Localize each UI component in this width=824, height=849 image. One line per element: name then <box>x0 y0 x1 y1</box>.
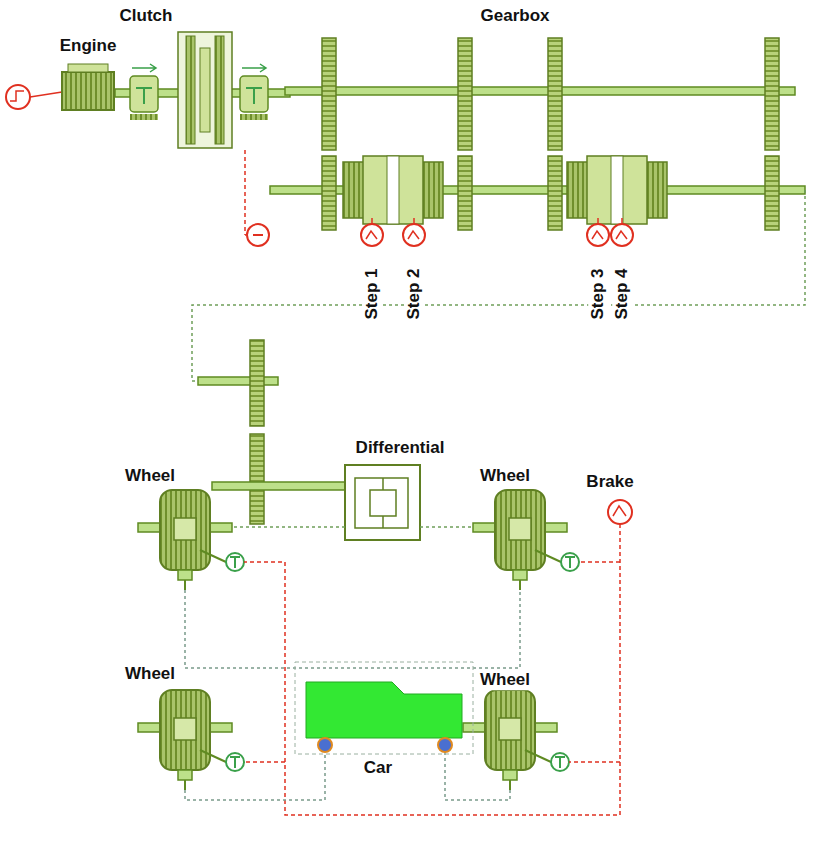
component-label: Engine <box>58 36 119 56</box>
component-label: Differential <box>354 438 447 458</box>
component-label: Wheel <box>123 466 177 486</box>
gearbox <box>192 38 805 381</box>
car-group <box>185 590 520 800</box>
step-label: Step 2 <box>404 266 424 321</box>
component-label: Wheel <box>478 466 532 486</box>
step-label: Step 3 <box>588 266 608 321</box>
component-label: Wheel <box>478 670 532 690</box>
component-label: Clutch <box>118 6 175 26</box>
clutch-symbol <box>178 32 269 246</box>
step-label: Step 1 <box>362 266 382 321</box>
component-label: Car <box>362 758 394 778</box>
wheels <box>138 490 579 790</box>
component-label: Wheel <box>123 664 177 684</box>
step-label: Step 4 <box>612 266 632 321</box>
brake-signal-lines <box>244 500 632 815</box>
engine-group <box>6 64 290 120</box>
final-drive <box>198 340 473 540</box>
component-label: Brake <box>584 472 635 492</box>
component-label: Gearbox <box>479 6 552 26</box>
